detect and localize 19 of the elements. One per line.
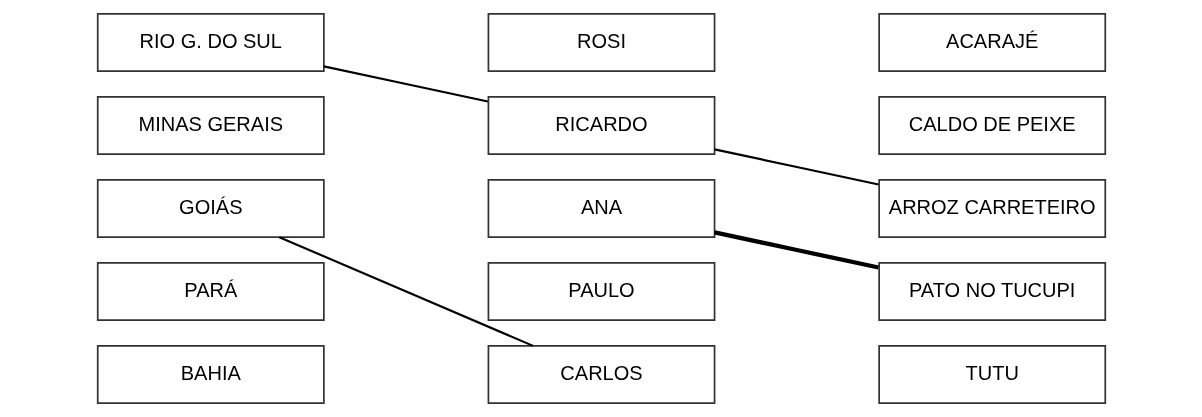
node-box: GOIÁS	[96, 179, 325, 238]
node-box: PAULO	[487, 262, 715, 321]
connector	[323, 65, 488, 103]
node-box: CALDO DE PEIXE	[877, 96, 1106, 155]
connector	[713, 148, 879, 186]
node-box: PARÁ	[96, 262, 325, 321]
node-box: PATO NO TUCUPI	[877, 262, 1106, 321]
node-box: ANA	[487, 179, 715, 238]
node-box: ACARAJÉ	[877, 13, 1106, 72]
connector	[278, 236, 534, 347]
node-box: BAHIA	[96, 345, 325, 404]
connector	[713, 230, 879, 270]
node-box: ARROZ CARRETEIRO	[877, 179, 1106, 238]
node-box: RICARDO	[487, 96, 715, 155]
node-box: ROSI	[487, 13, 715, 72]
node-box: TUTU	[877, 345, 1106, 404]
node-box: CARLOS	[487, 345, 715, 404]
node-box: MINAS GERAIS	[96, 96, 325, 155]
node-box: RIO G. DO SUL	[96, 13, 325, 72]
